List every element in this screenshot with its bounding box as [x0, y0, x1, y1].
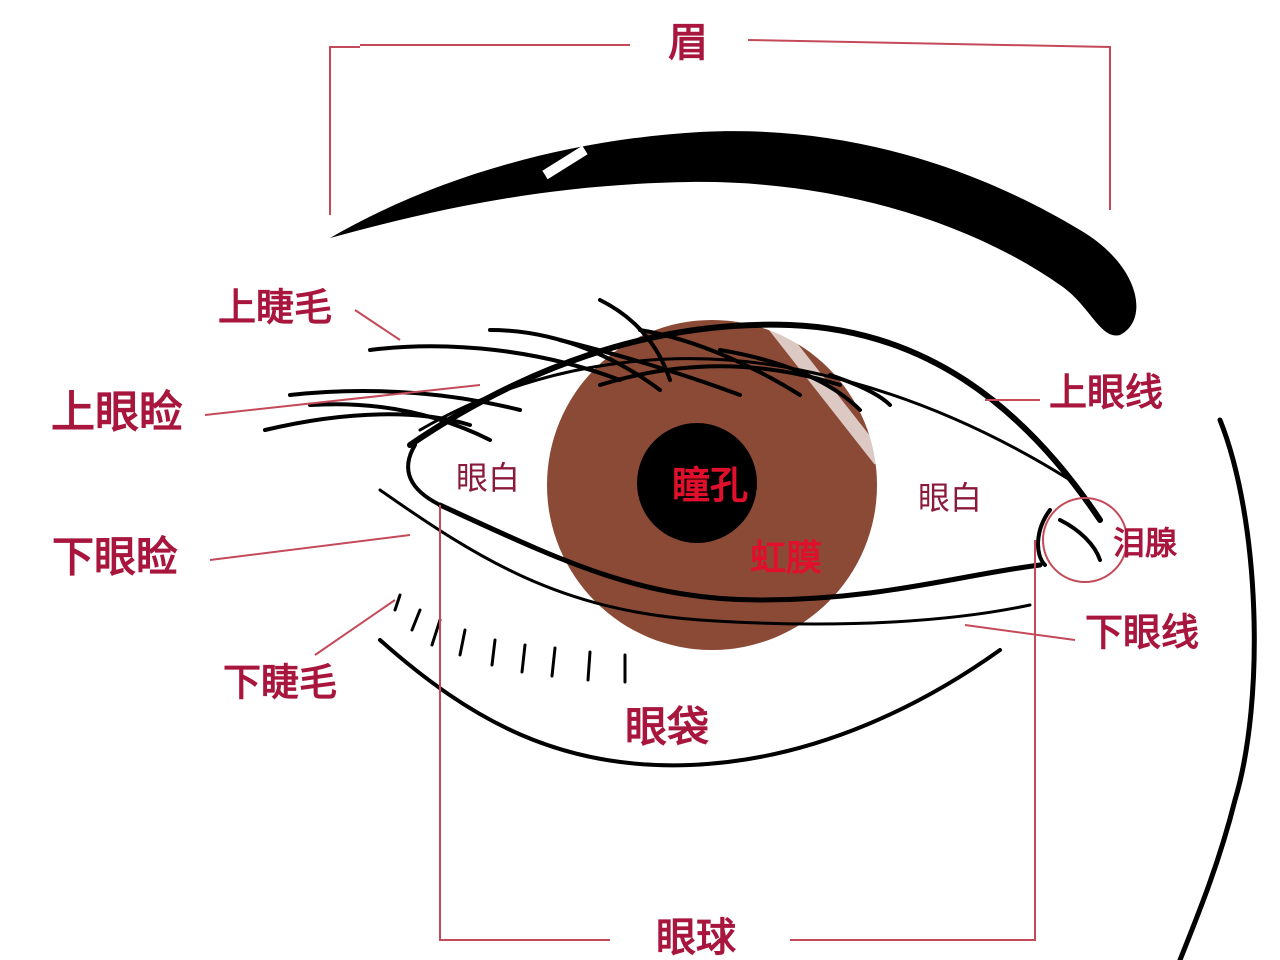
upper-lashes	[263, 298, 892, 442]
brow-bracket	[329, 39, 1111, 215]
label-eye-bag: 眼袋	[625, 703, 709, 752]
label-brow: 眉	[668, 20, 708, 66]
leader-lines	[204, 309, 1076, 656]
label-lower-lashes: 下睫毛	[223, 661, 337, 705]
upper-eyelid-line	[407, 321, 1103, 523]
iris-highlight	[764, 315, 886, 465]
eyebrow	[330, 131, 1137, 336]
lower-eyelid-line	[378, 488, 1032, 626]
label-upper-lashes: 上睫毛	[218, 286, 332, 330]
eye-inner-corner	[406, 443, 442, 507]
label-tear-gland: 泪腺	[1113, 524, 1178, 562]
label-eyeball: 眼球	[656, 915, 737, 960]
label-white-left: 眼白	[456, 459, 520, 497]
eye-bag-line	[378, 638, 1002, 768]
lower-lashes	[393, 593, 627, 684]
label-upper-eyeliner: 上眼线	[1049, 371, 1163, 415]
label-iris: 虹膜	[750, 538, 822, 579]
label-lower-eyelid: 下眼睑	[52, 533, 178, 582]
eyebrow-highlight	[542, 145, 588, 180]
label-upper-eyelid: 上眼睑	[51, 387, 183, 438]
label-lower-eyeliner: 下眼线	[1085, 611, 1199, 655]
pupil	[637, 423, 757, 543]
label-white-right: 眼白	[918, 479, 982, 517]
eyeball-bracket	[439, 505, 1036, 941]
tear-duct	[1036, 508, 1102, 567]
label-pupil: 瞳孔	[672, 464, 748, 508]
lower-eyeliner	[437, 502, 1043, 603]
face-contour	[1177, 417, 1257, 960]
tear-gland-circle	[1042, 497, 1128, 583]
